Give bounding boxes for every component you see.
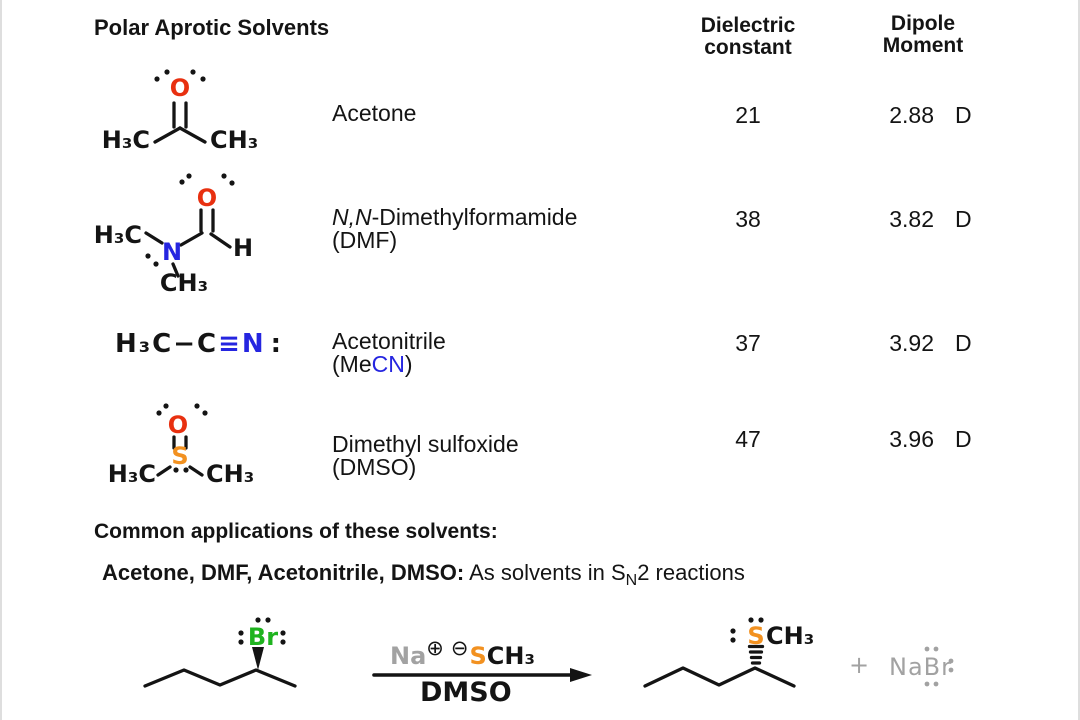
methyl-label: CH₃ [486, 642, 536, 670]
dmf-name-rest: -Dimethylformamide [371, 204, 578, 230]
dielectric-value-acetone: 21 [735, 102, 761, 128]
reagent-label: Na⊕⊖SCH₃ [390, 636, 536, 670]
sulfur-lone-pairs [730, 617, 764, 643]
plus-charge-icon: ⊕ [426, 636, 444, 660]
methyl-right-label: CH₃ [210, 126, 258, 154]
solvent-abbrev-mecn: (MeCN) [332, 352, 413, 376]
page-title: Polar Aprotic Solvents [94, 15, 330, 40]
solvent-name-dmf: N,N-Dimethylformamide [332, 205, 577, 229]
acetonitrile-chain: H₃C−C [115, 329, 219, 359]
solvent-abbrev-dmso: (DMSO) [332, 454, 417, 480]
arrow-head [570, 668, 592, 682]
column-header-dipole-moment: Dipole Moment [882, 12, 964, 57]
sulfur-atom-label: S [171, 442, 188, 470]
nabr-label: NaBr [889, 653, 952, 681]
column-header-dielectric-constant: Dielectric constant [700, 14, 796, 59]
reaction-arrow [372, 668, 592, 682]
sulfur-label: S [469, 642, 487, 670]
methyl-left-label: H₃C [94, 221, 142, 249]
dipole-unit-acetonitrile: D [955, 330, 972, 356]
bonds [156, 435, 204, 477]
nitrile-group: ≡N [218, 329, 266, 359]
dipole-value-acetone: 2.88 [889, 102, 934, 128]
methyl-left-label: H₃C [108, 460, 156, 488]
solvent-list: Acetone, DMF, Acetonitrile, DMSO: [102, 560, 465, 585]
bromine-atom-label: Br [248, 623, 278, 651]
hydrogen-atom-label: H [233, 234, 253, 262]
oxygen-lone-pairs [154, 69, 206, 82]
applications-heading: Common applications of these solvents: [94, 520, 498, 543]
dipole-value-acetonitrile: 3.92 [889, 330, 934, 356]
oxygen-atom-label: O [168, 411, 188, 439]
applications-line: Acetone, DMF, Acetonitrile, DMSO: As sol… [102, 560, 745, 589]
oxygen-atom-label: O [197, 184, 217, 212]
plus-sign: + [849, 651, 869, 679]
acetone-structure: O H₃C CH₃ [102, 69, 258, 154]
nitrogen-atom-label: N [162, 238, 182, 266]
dipole-unit-dmso: D [955, 426, 972, 452]
dmf-structure: O H₃C N H CH₃ [94, 173, 253, 297]
acetonitrile-structure: H₃C−C≡N: [115, 329, 283, 359]
methyl-right-label: CH₃ [206, 460, 254, 488]
bonds [153, 101, 207, 144]
sn2-subscript: N [625, 572, 638, 589]
use-text-pre: As solvents in S [464, 560, 626, 585]
solvent-abbrev-dmf: (DMF) [332, 227, 398, 253]
sulfur-lone-pair [173, 467, 189, 473]
hashed-wedge-bond [747, 644, 765, 665]
nitrogen-lone-pair [145, 253, 159, 267]
mecn-pre: (Me [332, 351, 372, 377]
dipole-value-dmso: 3.96 [889, 426, 934, 452]
reaction-arrow-group: Na⊕⊖SCH₃ DMSO [370, 612, 600, 712]
methyl-label: CH₃ [766, 622, 814, 650]
bromopentane-structure: Br [143, 617, 297, 688]
methyl-bottom-label: CH₃ [160, 269, 208, 297]
minus-charge-icon: ⊖ [450, 636, 469, 660]
nitrogen-lone-pair: : [270, 329, 284, 359]
dmf-name-italic-part: N,N [332, 204, 372, 230]
use-text-post: 2 reactions [637, 560, 745, 585]
solvent-name-dmso: Dimethyl sulfoxide [332, 431, 519, 457]
solvent-name-acetonitrile: Acetonitrile [332, 328, 446, 354]
bonds [144, 208, 232, 278]
dielectric-value-dmf: 38 [735, 206, 761, 232]
byproduct-group: + NaBr [849, 646, 954, 687]
oxygen-atom-label: O [170, 74, 190, 102]
dielectric-value-dmso: 47 [735, 426, 761, 452]
bromine-lone-pairs [238, 617, 286, 645]
dmso-structure: O S H₃C CH₃ [108, 403, 254, 488]
bromide-lone-pairs [924, 646, 954, 687]
mecn-post: ) [404, 351, 413, 377]
sodium-label: Na [390, 642, 427, 670]
solvent-under-arrow: DMSO [420, 677, 512, 708]
solvent-name-acetone: Acetone [332, 100, 417, 126]
methylthio-pentane-structure: S CH₃ [643, 617, 814, 688]
dipole-unit-acetone: D [955, 102, 972, 128]
carbon-chain [643, 666, 796, 688]
carbon-chain [143, 668, 297, 688]
dielectric-value-acetonitrile: 37 [735, 330, 761, 356]
oxygen-lone-pairs [179, 173, 235, 186]
dipole-unit-dmf: D [955, 206, 972, 232]
mecn-highlight: CN [371, 351, 405, 377]
wedge-bond [252, 647, 264, 670]
sulfur-atom-label: S [747, 622, 764, 650]
dipole-value-dmf: 3.82 [889, 206, 934, 232]
methyl-left-label: H₃C [102, 126, 150, 154]
oxygen-lone-pairs [156, 403, 208, 416]
